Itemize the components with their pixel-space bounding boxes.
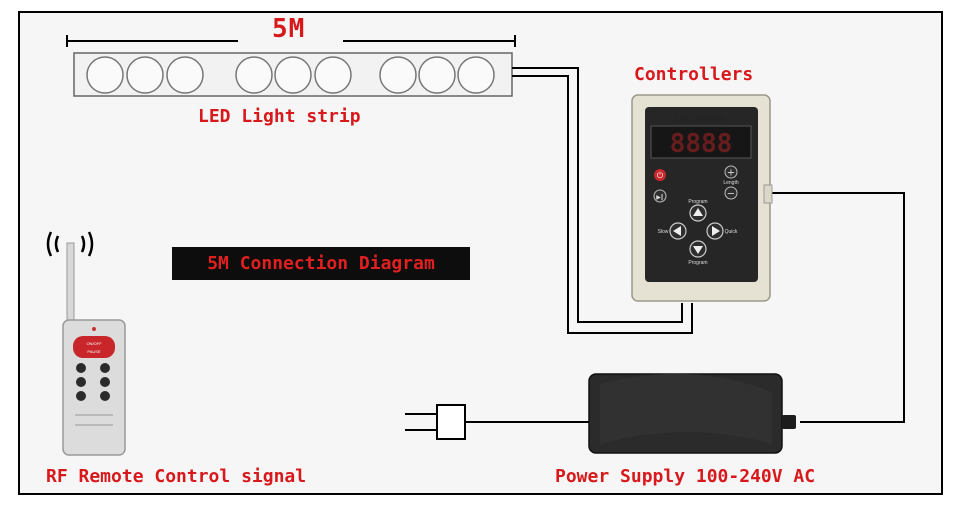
remote-button[interactable] <box>76 391 86 401</box>
plus-icon: + <box>727 168 735 179</box>
play-pause-icon: ▶‖ <box>656 194 664 201</box>
power-icon: ⏻ <box>657 171 664 180</box>
program-up-label: Program <box>688 199 707 205</box>
arrow-down-icon <box>693 246 703 254</box>
power-supply <box>588 373 796 454</box>
program-down-label: Program <box>688 260 707 266</box>
minus-icon: − <box>727 189 735 200</box>
rf-signal-icon <box>46 231 94 257</box>
rf-remote-control: ON/OFF PAUSE <box>62 242 126 456</box>
strip-to-controller-cable <box>512 67 693 334</box>
arrow-right-icon <box>712 226 720 236</box>
length-plus-button[interactable] <box>724 165 738 179</box>
ac-plug <box>405 404 589 440</box>
length-dimension-bracket <box>66 35 516 47</box>
led-controller: Led Controller 8888 ⏻ ▶‖ + Length − Prog… <box>631 94 773 302</box>
controller-display: 8888 <box>670 129 733 159</box>
remote-button[interactable] <box>100 363 110 373</box>
connection-diagram-banner: 5M Connection Diagram <box>172 247 470 280</box>
slow-label: Slow <box>658 229 669 235</box>
controllers-label: Controllers <box>634 64 754 85</box>
remote-on-off-label: ON/OFF <box>86 341 102 346</box>
arrow-left-icon <box>673 226 681 236</box>
rf-remote-label: RF Remote Control signal <box>46 466 307 487</box>
quick-label: Quick <box>725 229 738 235</box>
length-label: Length <box>723 180 739 186</box>
arrow-up-icon <box>693 208 703 216</box>
remote-button[interactable] <box>100 391 110 401</box>
remote-button[interactable] <box>100 377 110 387</box>
remote-button[interactable] <box>76 377 86 387</box>
controller-title: Led Controller <box>675 114 726 123</box>
play-pause-button[interactable] <box>653 189 667 203</box>
led-strip-label: LED Light strip <box>198 106 361 127</box>
remote-button[interactable] <box>76 363 86 373</box>
remote-pause-label: PAUSE <box>87 349 101 354</box>
led-strip <box>73 52 513 97</box>
controller-to-power-cable <box>770 192 905 423</box>
strip-length-label: 5M <box>272 14 306 44</box>
length-minus-button[interactable] <box>724 186 738 200</box>
power-button[interactable] <box>654 169 666 181</box>
power-supply-label: Power Supply 100-240V AC <box>555 466 816 487</box>
